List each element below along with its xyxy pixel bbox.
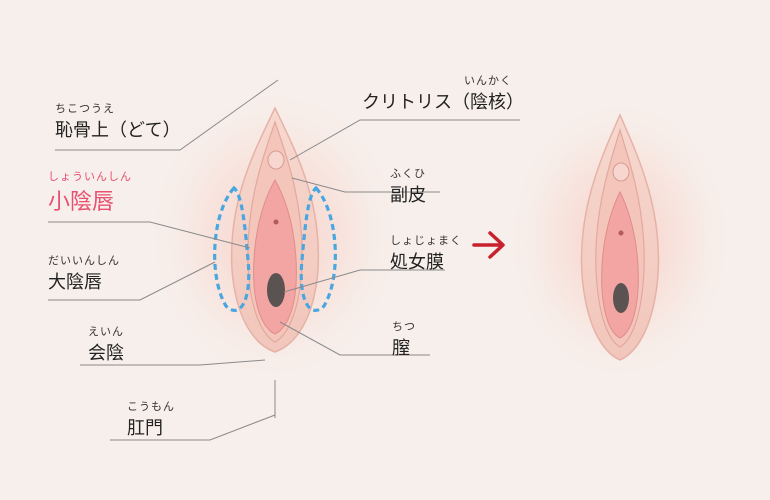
text-hymen: 処女膜 [390, 252, 444, 273]
label-hood: ふくひ 副皮 [390, 165, 426, 207]
ruby-vagina: ちつ [392, 320, 416, 333]
leader-lines [48, 79, 520, 441]
label-labia-majora: だいいんしん 大陰唇 [48, 252, 120, 294]
text-anus: 肛門 [127, 418, 163, 439]
label-hymen: しょじょまく 処女膜 [390, 232, 462, 274]
text-vagina: 膣 [392, 338, 410, 359]
text-perineum: 会陰 [88, 343, 124, 364]
ruby-anus: こうもん [127, 400, 175, 413]
label-vagina: ちつ 膣 [392, 318, 416, 360]
label-clitoris: いんかく クリトリス（陰核） [362, 72, 524, 114]
ruby-perineum: えいん [88, 325, 124, 338]
text-pubis: 恥骨上（どて） [55, 120, 181, 141]
text-labia-majora: 大陰唇 [48, 272, 102, 293]
label-perineum: えいん 会陰 [88, 323, 124, 365]
ruby-labia-majora: だいいんしん [48, 254, 120, 267]
ruby-hood: ふくひ [390, 167, 426, 180]
ruby-hymen: しょじょまく [390, 234, 462, 247]
ruby-clitoris: いんかく [464, 74, 512, 87]
label-pubis: ちこつうえ 恥骨上（どて） [55, 100, 181, 142]
right-figure [580, 113, 660, 361]
text-labia-minora: 小陰唇 [48, 190, 115, 215]
ruby-labia-minora: しょういんしん [48, 170, 132, 183]
ruby-pubis: ちこつうえ [55, 102, 115, 115]
label-labia-minora: しょういんしん 小陰唇 [48, 168, 132, 216]
text-clitoris: クリトリス（陰核） [362, 92, 524, 113]
text-hood: 副皮 [390, 185, 426, 206]
left-figure [213, 106, 337, 353]
label-anus: こうもん 肛門 [127, 398, 175, 440]
arrow-icon [472, 231, 505, 259]
